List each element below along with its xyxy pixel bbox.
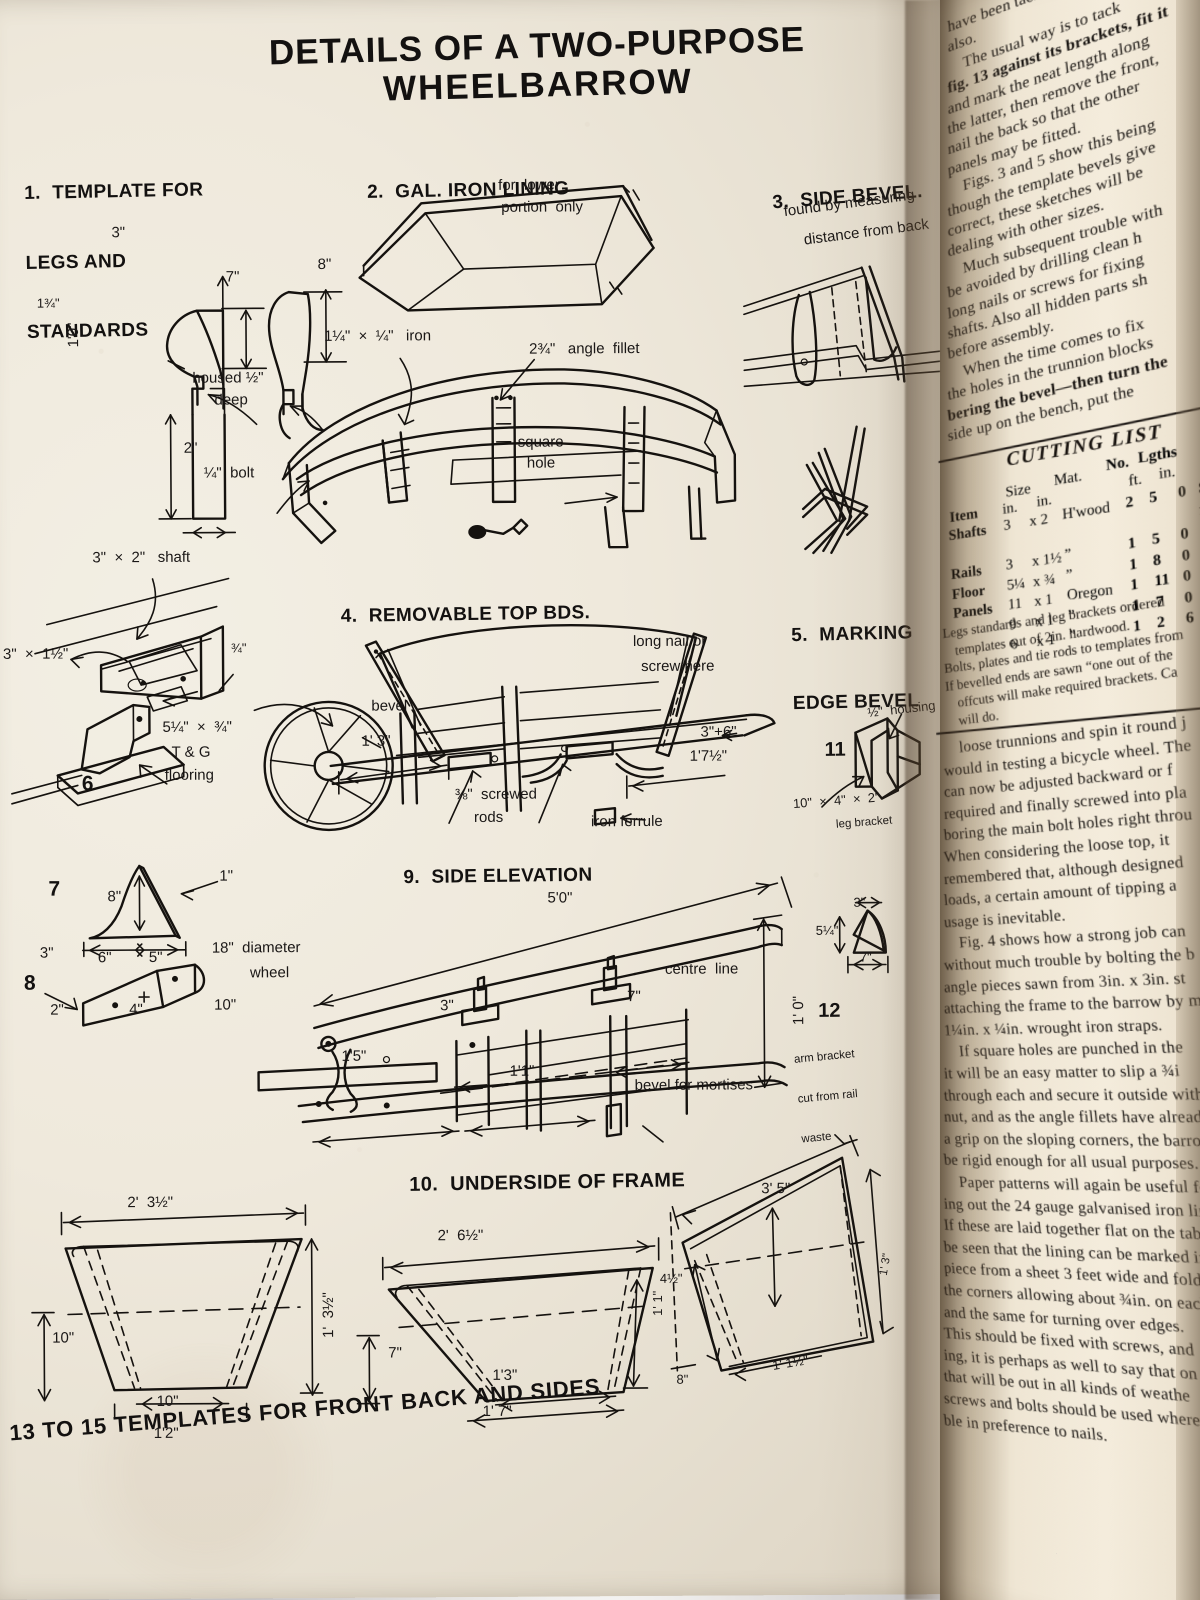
cut-size: x 1½ [1031, 549, 1063, 571]
fig13-label-left: 10" [52, 1329, 75, 1347]
fig9-label-dim-3: 3" [440, 997, 454, 1015]
fig7-drawing [82, 864, 219, 958]
fig2-label-note-1: for lower [498, 176, 560, 194]
fig4-label-longnail-2: screw here [641, 657, 715, 675]
fig14-label-left: 7" [388, 1344, 402, 1362]
page-curl-shadow [940, 0, 1010, 1600]
cut-no: 1 [1128, 555, 1138, 574]
fig8-label-d2: 2" [50, 1001, 64, 1019]
fig1-label-housed-2: deep [214, 391, 248, 409]
fig4-label-dim-17h: 1'7½" [689, 747, 728, 765]
fig13-drawing [31, 1204, 324, 1420]
fig4-label-square-2: hole [526, 454, 556, 472]
fig4-label-square-1: square [517, 433, 564, 451]
fig6-label-shaft: 3" × 2" shaft [92, 548, 191, 567]
fig9-label-dim-15: 1'5" [341, 1047, 367, 1065]
page-title: DETAILS OF A TWO-PURPOSE WHEELBARROW [207, 18, 869, 113]
fig4-frame-drawing [276, 357, 737, 549]
fig1-label-leg-width: 2" [183, 439, 198, 457]
fig1-label-small-dim: 1¾" [36, 295, 60, 311]
cut-mat: H'wood [1061, 499, 1111, 524]
fig15-label-left: 4½" [659, 1270, 683, 1286]
fig12-label-t7: 7" [859, 949, 872, 965]
fig4-label-screwed-1: ⅜" screwed [454, 785, 537, 804]
fig8-label-d4: 4" [129, 1001, 143, 1019]
fig1-label-housed-1: housed ½" [192, 369, 264, 387]
fig9-label-overall: 5'0" [547, 889, 573, 907]
cut-size: x ¾ [1032, 570, 1056, 591]
cut-ft: 8 [1152, 551, 1162, 570]
cut-ft: 11 [1153, 570, 1171, 590]
cut-ft: 5 [1151, 530, 1161, 549]
cut-subheader: ft. [1127, 470, 1143, 490]
cut-header: Mat. [1053, 467, 1083, 490]
fig14-drawing [356, 1237, 660, 1428]
fig1-label-depth-7: 7" [225, 268, 240, 286]
fig5-heading: 5. MARKING EDGE BEVEL [791, 621, 920, 715]
fig9-drawing [257, 876, 793, 1148]
cut-size: x 1 [1033, 591, 1054, 611]
fig9-label-wheel-1: 18" diameter [211, 939, 301, 957]
fig9-label-dim-7: 7" [627, 987, 641, 1006]
cut-mat: ” [1065, 566, 1073, 584]
fig4-label-dim-3-6: 3"+6" [700, 723, 737, 741]
fig13-label-top: 2' 3½" [127, 1193, 174, 1212]
fig12-number: 12 [818, 999, 841, 1022]
fig15-label-top: 3' 5" [761, 1180, 791, 1198]
fig1-label-leg-length: 1'0" [64, 322, 83, 348]
fig1-drawing [158, 275, 348, 539]
fig9-label-wheel-3: 10" [214, 996, 237, 1014]
fig8-label-d3: 3" [39, 944, 54, 962]
fig1-label-top-width: 3" [111, 224, 126, 242]
fig8-drawing [44, 963, 206, 1027]
cut-size: x 2 [1029, 510, 1049, 531]
fig12-label-t5q: 5¼" [815, 922, 839, 938]
fig2-label-note-2: portion only [501, 198, 584, 216]
fig4-label-iron: 1¼" × ¼" iron [324, 327, 432, 345]
fig15-label-bottom-left: 8" [676, 1371, 689, 1387]
fig7-number: 7 [48, 877, 61, 901]
cut-no: 1 [1127, 534, 1137, 553]
cut-no: 2 [1124, 493, 1134, 512]
fig14-label-top: 2' 6½" [437, 1226, 484, 1245]
cut-subheader: in. [1036, 491, 1053, 511]
fig4-side-drawing [253, 624, 776, 832]
fig9-label-dim-11: 1'1" [509, 1062, 535, 1080]
fig2-drawing [358, 184, 655, 312]
fig13-label-right: 1' 3½" [319, 1292, 338, 1338]
cut-ft: 5 [1148, 488, 1158, 507]
fig7-label-h8: 8" [107, 888, 122, 906]
fig8-number: 8 [23, 971, 36, 995]
fig9-label-centre-line: centre line [664, 960, 739, 978]
fig11-label-name: leg bracket [835, 814, 893, 831]
fig4-label-bolt: ¼" bolt [203, 464, 255, 482]
fig9-label-wheel-2: wheel [249, 964, 290, 982]
left-page: DETAILS OF A TWO-PURPOSE WHEELBARROW 1. … [0, 0, 967, 1600]
cut-subheader: in. [1158, 463, 1176, 483]
cut-no: 1 [1129, 576, 1139, 594]
fig4-label-bevel: bevel [371, 697, 408, 715]
fig11-number: 11 [824, 738, 846, 761]
cut-header: No. [1105, 453, 1130, 475]
fig1-label-depth-8: 8" [317, 255, 332, 273]
fig9-label-height: 1' 0" [790, 995, 808, 1026]
fig4-label-ferrule: iron ferrule [590, 812, 663, 831]
fig15-drawing [669, 1134, 894, 1382]
fig4-label-dim-13: 1' 3" [361, 732, 391, 750]
fig7-label-t1: 1" [219, 867, 234, 885]
fig6-drawing [11, 577, 234, 807]
fig4-label-longnail-1: long nail or [632, 632, 707, 651]
right-page-edge [1176, 0, 1200, 1600]
fig12-label-t3: 3" [853, 894, 866, 910]
cut-mat: ” [1064, 545, 1072, 564]
fig15-label-right: 1' 3" [877, 1252, 894, 1277]
fig9-label-bevel-mortises: bevel for mortises [634, 1076, 754, 1095]
